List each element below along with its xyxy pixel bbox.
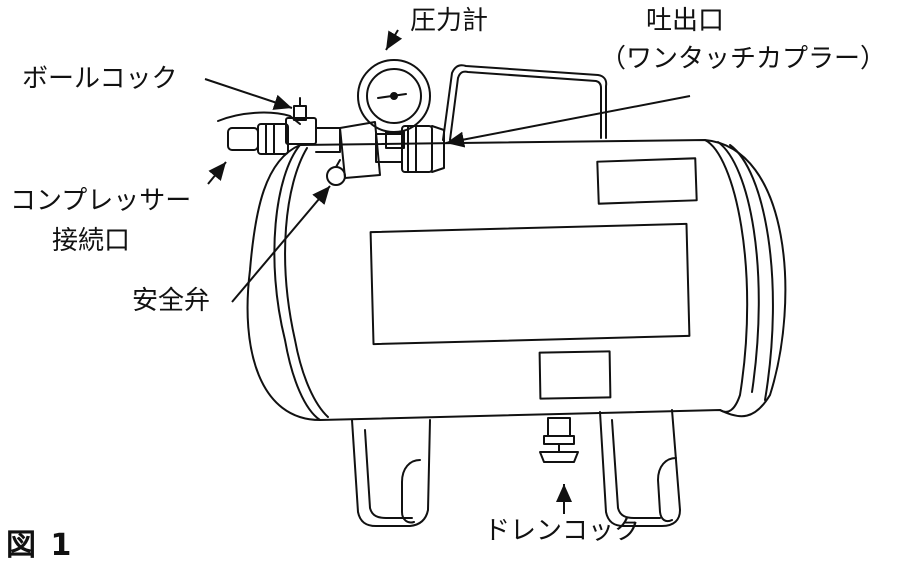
label-compressor-port-line2: 接続口 xyxy=(52,226,131,256)
label-ball-cock: ボールコック xyxy=(22,64,178,94)
label-outlet: 吐出口 xyxy=(646,6,725,36)
leader-compressor-port xyxy=(207,161,227,185)
leader-ball-cock xyxy=(204,78,293,110)
leader-outlet xyxy=(445,95,691,148)
leg-left xyxy=(351,419,431,527)
label-safety-valve: 安全弁 xyxy=(132,286,211,316)
label-plate-lower xyxy=(538,350,612,400)
carry-handle xyxy=(442,64,608,141)
leader-pressure-gauge xyxy=(385,29,403,51)
figure-label: 図 1 xyxy=(6,528,74,563)
tank-left-seam xyxy=(273,144,321,421)
label-plate-top xyxy=(596,157,698,205)
ball-cock xyxy=(217,97,341,153)
leg-right xyxy=(599,409,681,527)
tank-right-band xyxy=(704,139,749,413)
label-drain-cock: ドレンコック xyxy=(484,516,641,546)
label-plate-center xyxy=(369,222,691,346)
label-pressure-gauge: 圧力計 xyxy=(410,6,489,36)
label-outlet-sub: （ワンタッチカプラー） xyxy=(600,44,887,74)
drain-cock-fitting xyxy=(539,417,579,463)
leader-safety-valve xyxy=(231,185,331,303)
safety-valve xyxy=(326,159,346,186)
manifold xyxy=(339,121,445,179)
pressure-gauge xyxy=(357,59,431,149)
label-compressor-port-line1: コンプレッサー xyxy=(10,186,192,216)
compressor-port xyxy=(227,123,289,155)
